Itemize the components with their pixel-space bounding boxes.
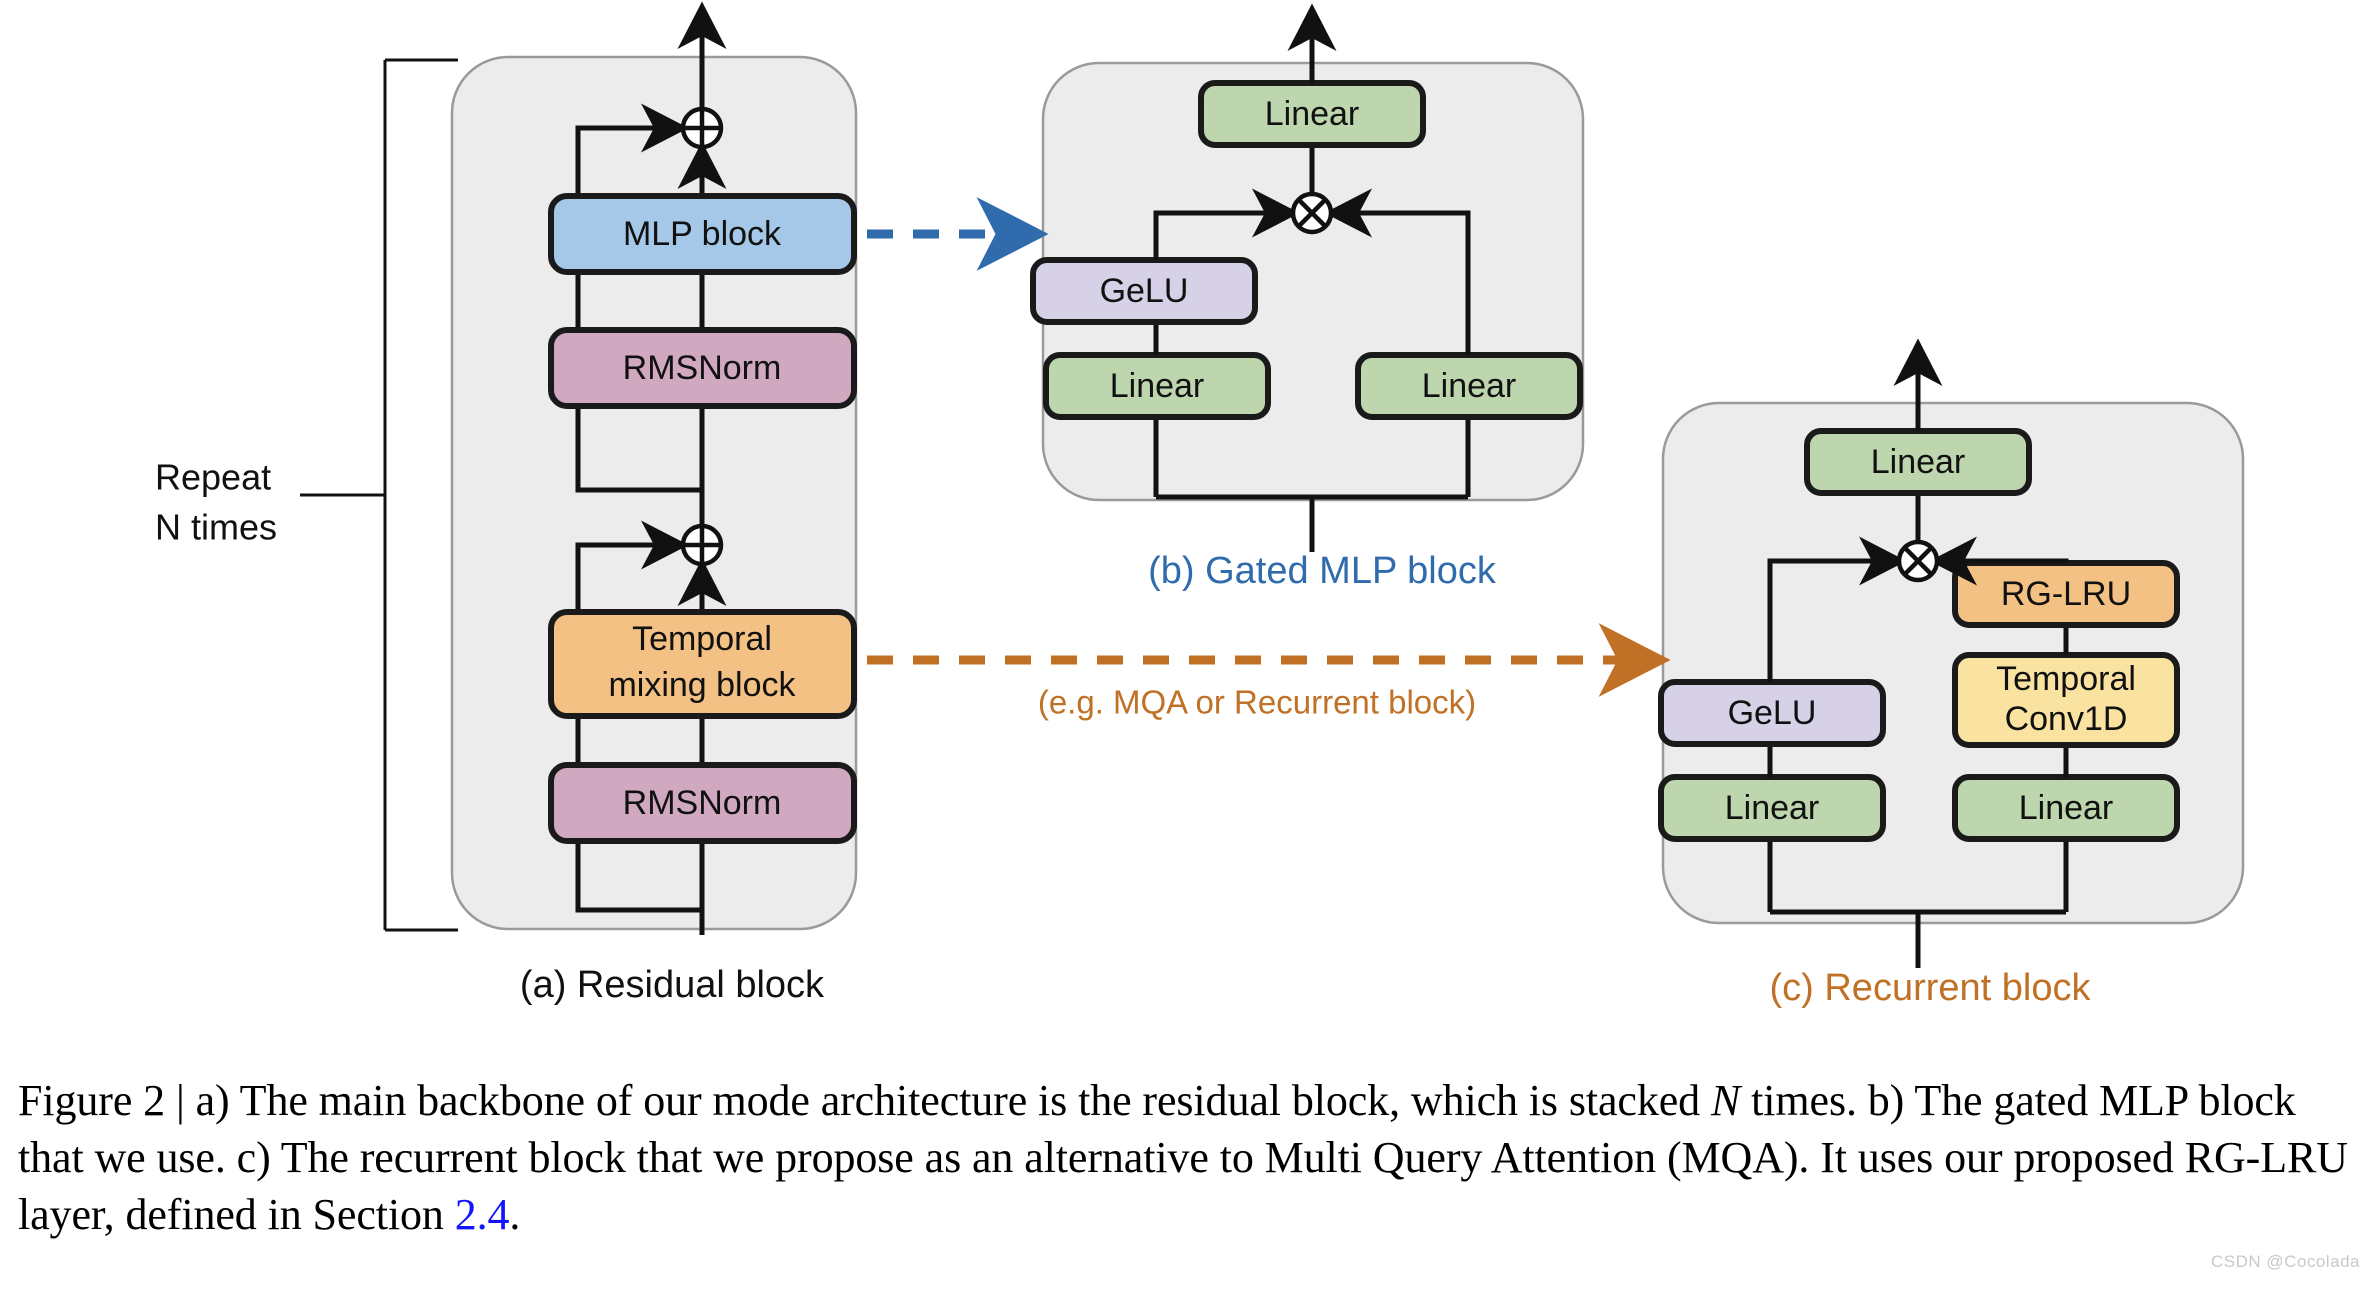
panel-b-linear-right-label: Linear [1422,367,1517,405]
panel-c-gelu-label: GeLU [1728,694,1817,732]
rmsnorm-upper[interactable]: RMSNorm [548,327,857,409]
repeat-bracket [300,58,458,932]
repeat-label-line1: Repeat [155,457,271,498]
panel-a-residual-block: MLP block RMSNorm Temporal mixing block … [155,1,858,1006]
temporal-mixing-block-label-line2: mixing block [608,666,796,704]
panel-c-rg-lru-label: RG-LRU [2001,575,2131,613]
panel-c-linear-output-label: Linear [1871,443,1966,481]
mlp-block-label: MLP block [623,215,782,253]
panel-b-linear-left[interactable]: Linear [1043,352,1271,420]
panel-c-temporal-conv1d-label-line2: Conv1D [2005,700,2128,738]
panel-b-linear-output[interactable]: Linear [1198,80,1426,148]
panel-b-caption: (b) Gated MLP block [1148,550,1497,592]
rmsnorm-lower[interactable]: RMSNorm [548,762,857,844]
residual-add-upper [680,106,724,150]
panel-c-recurrent-block: Linear GeLU Linear Temporal Conv1D [1658,338,2245,1009]
panel-a-skip-upper [575,103,702,493]
watermark: CSDN @Cocolada [2211,1252,2360,1271]
rmsnorm-upper-label: RMSNorm [623,349,782,387]
caption-section-link[interactable]: 2.4 [454,1190,510,1240]
panel-b-gated-mlp-block: Linear GeLU Linear [1030,3,1585,592]
caption-part-3: . [509,1190,521,1240]
panel-c-temporal-conv1d-label-line1: Temporal [1996,660,2136,698]
panel-b-linear-left-label: Linear [1110,367,1205,405]
rmsnorm-lower-label: RMSNorm [623,784,782,822]
panel-c-gelu-to-multiply [1767,536,1907,682]
panel-b-linear-right-to-multiply [1324,188,1471,355]
panel-c-rglru-to-multiply [1929,536,2069,586]
panel-c-gelu[interactable]: GeLU [1658,679,1886,747]
panel-c-rg-lru[interactable]: RG-LRU [1952,560,2180,628]
panel-b-gelu-to-multiply [1153,188,1300,260]
panel-c-linear-right[interactable]: Linear [1952,774,2180,842]
figure-caption: Figure 2 | a) The main backbone of our m… [18,1072,2362,1244]
panel-c-linear-right-label: Linear [2019,789,2114,827]
panel-a-skip-lower [575,520,702,913]
temporal-mixing-block[interactable]: Temporal mixing block [548,609,857,719]
panel-b-linear-output-label: Linear [1265,95,1360,133]
panel-b-linear-right[interactable]: Linear [1355,352,1583,420]
panel-c-linear-left[interactable]: Linear [1658,774,1886,842]
panel-c-elementwise-multiply [1896,539,1940,583]
caption-italic-n: N [1710,1076,1741,1125]
mqa-annotation-label: (e.g. MQA or Recurrent block) [1038,684,1476,721]
panel-c-caption: (c) Recurrent block [1770,967,2092,1009]
repeat-label-line2: N times [155,507,277,548]
caption-part-2: times. b) The gated MLP block that we us… [18,1076,2348,1240]
panel-b-gelu[interactable]: GeLU [1030,257,1258,325]
panel-b-elementwise-multiply [1290,191,1334,235]
panel-a-caption: (a) Residual block [520,964,825,1006]
mlp-block[interactable]: MLP block [548,193,857,275]
panel-c-linear-left-label: Linear [1725,789,1820,827]
panel-c-temporal-conv1d[interactable]: Temporal Conv1D [1952,652,2180,748]
residual-add-lower [680,523,724,567]
temporal-to-recurrent-arrow: (e.g. MQA or Recurrent block) [867,623,1671,721]
temporal-mixing-block-label-line1: Temporal [632,620,772,658]
panel-c-linear-output[interactable]: Linear [1804,428,2032,496]
architecture-diagram: MLP block RMSNorm Temporal mixing block … [155,1,2245,1009]
caption-part-1: Figure 2 | a) The main backbone of our m… [18,1076,1711,1125]
panel-b-gelu-label: GeLU [1100,272,1189,310]
